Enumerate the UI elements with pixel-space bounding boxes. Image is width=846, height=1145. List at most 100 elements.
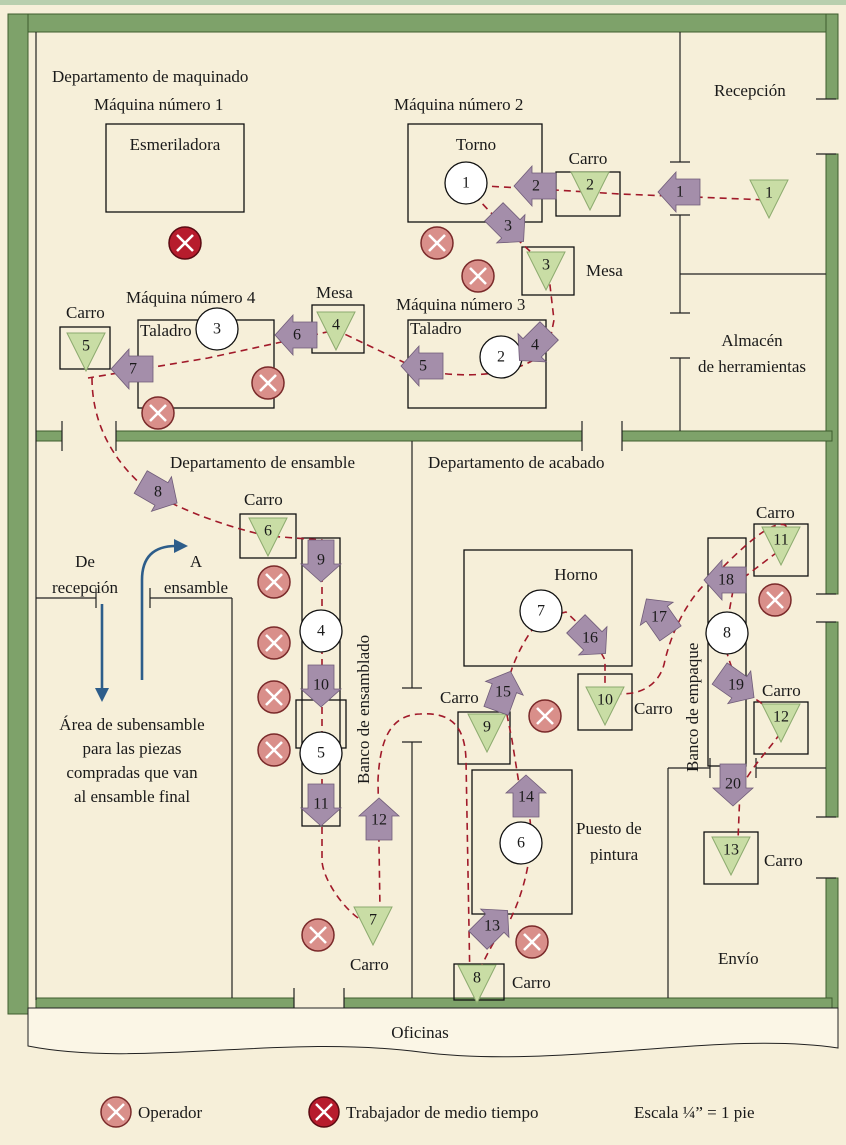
transport-1: 1 (657, 170, 701, 214)
transport-number-12: 12 (371, 812, 387, 829)
transport-arrow (484, 202, 526, 244)
operation-5: 5 (299, 731, 343, 775)
transport-number-20: 20 (725, 776, 741, 793)
operation-number-3: 3 (213, 321, 221, 338)
cart11-box (753, 523, 809, 577)
storage-triangle (761, 703, 801, 744)
label-paint-2: pintura (590, 845, 639, 864)
label-to-2: ensamble (164, 578, 228, 597)
paint-box (471, 769, 573, 915)
wall-right-4 (825, 877, 839, 1009)
top-band (0, 0, 846, 5)
transport-18: 18 (703, 558, 747, 602)
storage-triangle (66, 332, 106, 373)
transport-number-2: 2 (532, 178, 540, 195)
walls (7, 13, 839, 1015)
transport-arrow (274, 313, 318, 357)
label-cart-9: Carro (440, 688, 479, 707)
transport-number-13: 13 (484, 918, 500, 935)
operator-icon-4 (141, 396, 175, 430)
legend-part-time-label: Trabajador de medio tiempo (346, 1103, 538, 1122)
operation-8: 8 (705, 611, 749, 655)
transport-arrow (133, 470, 178, 513)
storage-7: 7 (353, 906, 393, 947)
label-table-3: Mesa (586, 261, 623, 280)
operator-icon-5 (257, 565, 291, 599)
storage-number-10: 10 (597, 692, 613, 709)
transport-16: 16 (566, 614, 608, 656)
operation-number-6: 6 (517, 835, 525, 852)
label-cart-10: Carro (634, 699, 673, 718)
wall-mid-c (621, 430, 833, 442)
transport-number-18: 18 (718, 572, 734, 589)
flow-path-3 (91, 377, 790, 986)
operator-icon-3 (251, 366, 285, 400)
label-cart-13: Carro (764, 851, 803, 870)
label-cart-2: Carro (569, 149, 608, 168)
oven-box (463, 549, 633, 667)
wall-mid-b (115, 430, 583, 442)
storage-triangle (467, 713, 507, 754)
operation-7: 7 (519, 589, 563, 633)
transport-arrow (703, 558, 747, 602)
transport-19: 19 (711, 662, 755, 705)
operation-circle (299, 731, 343, 775)
subassembly-line-4: al ensamble final (74, 787, 190, 806)
transport-9: 9 (299, 539, 343, 583)
transport-arrow (711, 763, 755, 807)
transport-6: 6 (274, 313, 318, 357)
legend-operator-label: Operador (138, 1103, 203, 1122)
wall-right-3 (825, 621, 839, 818)
cart13-box (703, 831, 759, 885)
storage-number-11: 11 (773, 532, 788, 549)
label-packing-bench: Banco de empaque (683, 643, 702, 772)
equipment (59, 123, 809, 1001)
transport-number-11: 11 (313, 796, 328, 813)
operation-2: 2 (479, 335, 523, 379)
storage-9: 9 (467, 713, 507, 754)
wall-mid-a (35, 430, 63, 442)
transport-number-17: 17 (651, 609, 667, 626)
wall-top (7, 13, 839, 33)
transport-number-16: 16 (582, 630, 598, 647)
operation-1: 1 (444, 161, 488, 205)
storage-2: 2 (570, 171, 610, 212)
table3-box (521, 246, 575, 296)
storage-number-13: 13 (723, 842, 739, 859)
storage-number-8: 8 (473, 970, 481, 987)
storage-number-4: 4 (332, 317, 340, 334)
storage-13: 13 (711, 836, 751, 877)
transport-arrow (299, 664, 343, 708)
operation-6: 6 (499, 821, 543, 865)
label-dept-machining: Departamento de maquinado (52, 67, 248, 86)
transport-20: 20 (711, 763, 755, 807)
label-cart-8: Carro (512, 973, 551, 992)
label-offices: Oficinas (391, 1023, 449, 1042)
transport-number-1: 1 (676, 184, 684, 201)
transport-arrow (657, 170, 701, 214)
workers (141, 226, 792, 959)
transport-number-5: 5 (419, 358, 427, 375)
transport-10: 10 (299, 664, 343, 708)
transport-15: 15 (483, 670, 525, 716)
transport-5: 5 (400, 344, 444, 388)
operation-circle (705, 611, 749, 655)
legend: Operador Trabajador de medio tiempo Esca… (100, 1096, 755, 1128)
label-dept-assembly: Departamento de ensamble (170, 453, 355, 472)
operation-circle (444, 161, 488, 205)
operator-icon-8 (257, 733, 291, 767)
storage-3: 3 (526, 251, 566, 292)
label-machine3: Máquina número 3 (396, 295, 525, 314)
storage-10: 10 (585, 686, 625, 727)
storage-6: 6 (248, 517, 288, 558)
storage-11: 11 (761, 526, 801, 567)
operator-icon-6 (257, 626, 291, 660)
storage-triangle (570, 171, 610, 212)
from-receiving-arrowhead (95, 688, 109, 702)
transport-7: 7 (110, 347, 154, 391)
legend-scale-label: Escala ¼” = 1 pie (634, 1103, 755, 1122)
operation-circle (499, 821, 543, 865)
subassembly-flow (100, 544, 177, 690)
